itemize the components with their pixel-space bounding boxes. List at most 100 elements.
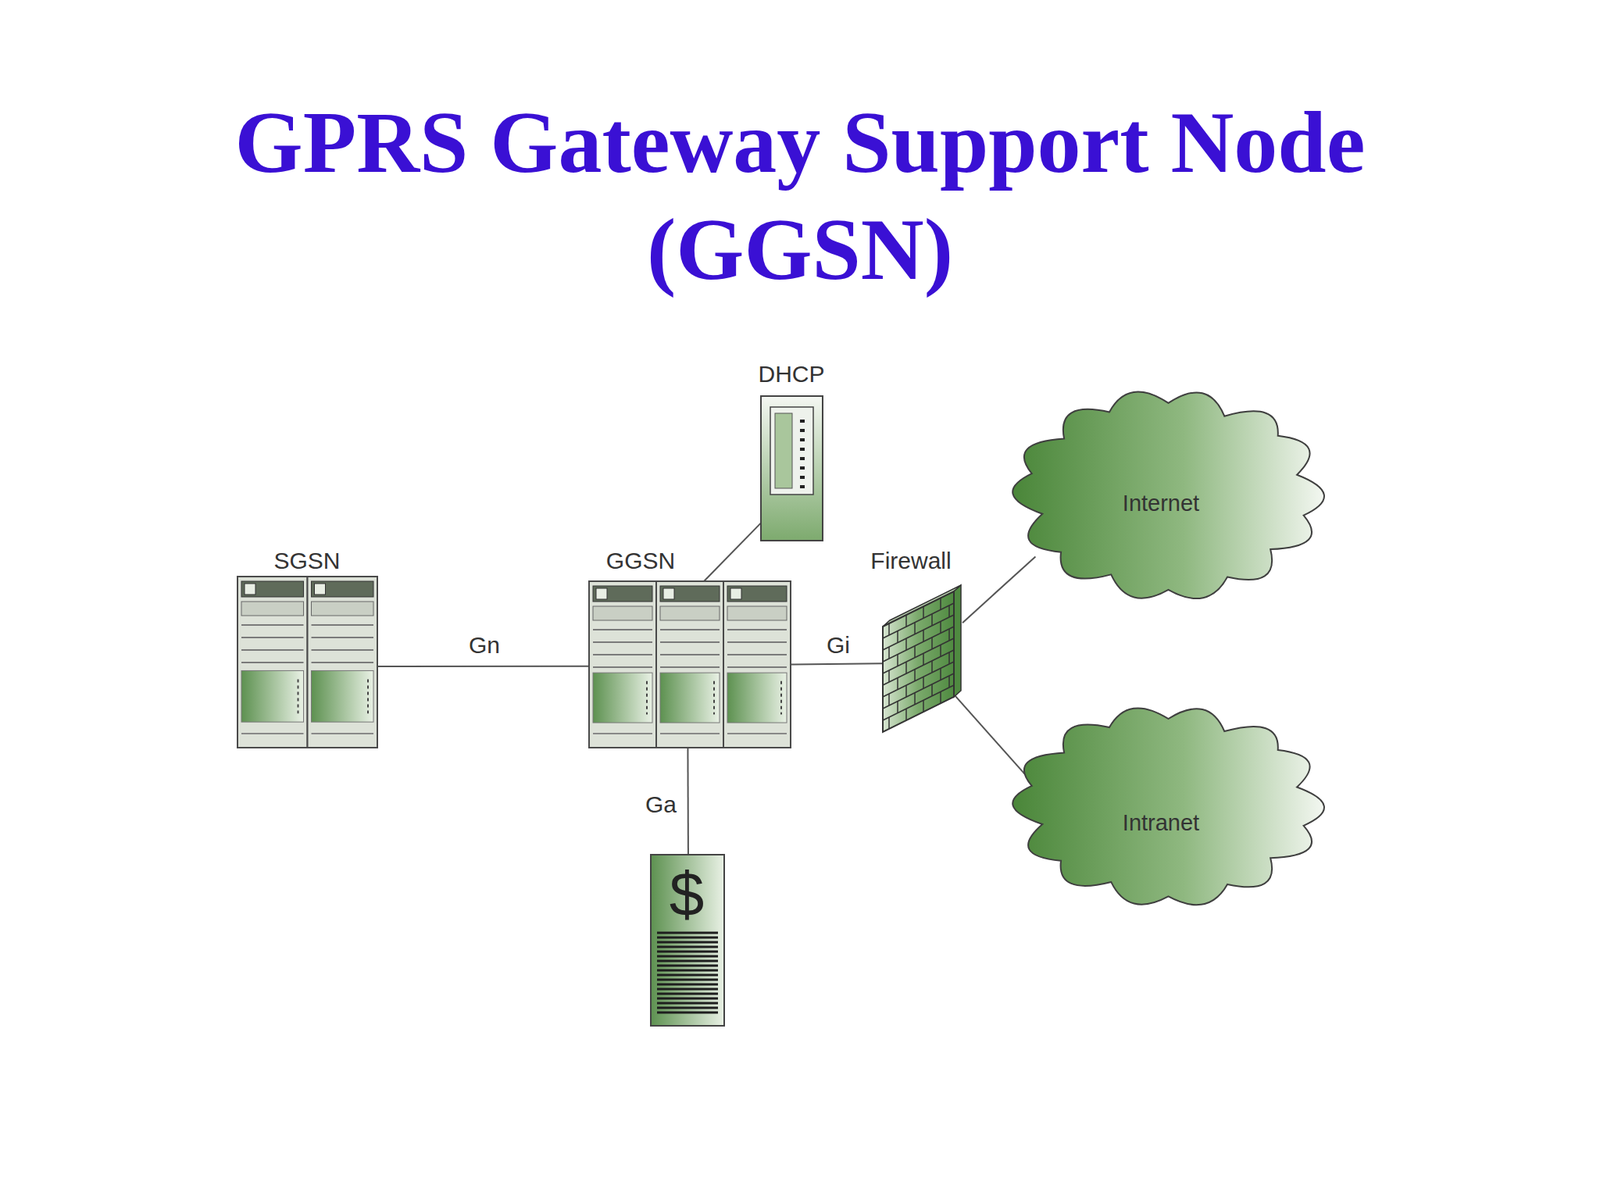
rack-slot bbox=[241, 636, 304, 639]
rack-base bbox=[660, 732, 720, 735]
node-label: Internet bbox=[1122, 491, 1200, 517]
dhcp-panel bbox=[770, 407, 814, 495]
rack-green-panel bbox=[727, 672, 787, 723]
brick-joint bbox=[931, 660, 933, 673]
rack-header bbox=[311, 581, 375, 597]
brick-joint bbox=[931, 614, 933, 626]
brick-joint bbox=[888, 670, 890, 683]
brick-joint bbox=[931, 684, 933, 697]
node-outline bbox=[760, 396, 823, 541]
brick-joint bbox=[922, 629, 925, 642]
rack-indicator bbox=[596, 588, 608, 600]
rack-indicator bbox=[663, 588, 675, 600]
node-graphic bbox=[650, 854, 725, 1026]
brick-joint bbox=[922, 606, 925, 618]
brick-joint bbox=[888, 693, 890, 706]
billing-grill bbox=[657, 950, 718, 954]
dhcp-led bbox=[800, 485, 805, 489]
rack-handle bbox=[713, 681, 715, 715]
brick-joint bbox=[939, 691, 942, 704]
brick-joint bbox=[905, 685, 908, 697]
rack-slot bbox=[241, 661, 304, 664]
rack-base bbox=[241, 732, 304, 735]
interface-label: Ga bbox=[645, 791, 677, 818]
rack-panel bbox=[592, 606, 653, 621]
node-label: Intranet bbox=[1122, 810, 1200, 836]
rack-slot bbox=[311, 636, 375, 639]
brick-joint bbox=[948, 628, 950, 641]
brick-joint bbox=[948, 652, 950, 665]
rack-slot bbox=[727, 628, 787, 631]
rack-handle bbox=[297, 678, 300, 714]
brick-joint bbox=[905, 638, 908, 650]
rack-indicator bbox=[730, 588, 742, 600]
rack-slot bbox=[311, 624, 375, 626]
dhcp-led bbox=[800, 466, 805, 470]
cloud-outline bbox=[1012, 707, 1325, 905]
node-outline bbox=[237, 576, 378, 748]
billing-server: $ bbox=[650, 854, 725, 1026]
rack-slot bbox=[660, 628, 720, 631]
currency-symbol: $ bbox=[669, 860, 705, 929]
brick-joint bbox=[888, 717, 890, 729]
billing-grill bbox=[657, 960, 718, 963]
interface-label: Gn bbox=[468, 632, 500, 658]
rack-cabinet bbox=[307, 576, 379, 748]
dhcp-led bbox=[800, 475, 805, 479]
connector-line bbox=[686, 747, 690, 855]
rack-base bbox=[727, 732, 787, 735]
brick-joint bbox=[896, 701, 899, 714]
rack-indicator bbox=[314, 583, 326, 595]
billing-grill bbox=[657, 978, 718, 982]
rack-handle bbox=[367, 678, 369, 714]
rack-green-panel bbox=[311, 670, 375, 722]
brick-joint bbox=[905, 708, 908, 721]
brick-joint bbox=[888, 623, 890, 636]
node-outline bbox=[879, 583, 963, 735]
rack-handle bbox=[646, 681, 648, 715]
rack-base bbox=[311, 732, 375, 735]
rack-slot bbox=[660, 641, 720, 643]
brick-joint bbox=[888, 646, 890, 659]
billing-grill bbox=[657, 974, 718, 977]
rack-slot bbox=[727, 641, 787, 643]
brick-joint bbox=[939, 621, 942, 633]
rack-cabinet bbox=[656, 581, 724, 748]
billing-grill bbox=[657, 983, 718, 986]
node-outline bbox=[1010, 703, 1327, 908]
node-label: Firewall bbox=[870, 547, 951, 574]
brick-joint bbox=[896, 631, 899, 643]
rack-slot bbox=[592, 666, 653, 668]
brick-joint bbox=[939, 597, 942, 610]
connector-line bbox=[790, 663, 883, 665]
rack-header bbox=[241, 581, 304, 597]
rack-panel bbox=[727, 606, 787, 621]
node-label: GGSN bbox=[606, 547, 675, 574]
rack-green-panel bbox=[241, 670, 304, 722]
rack-green-panel bbox=[660, 672, 720, 723]
connector-line bbox=[703, 520, 764, 582]
brick-joint bbox=[939, 667, 942, 680]
brick-joint bbox=[914, 669, 916, 682]
connector-line bbox=[377, 665, 590, 668]
brick-row bbox=[882, 685, 954, 721]
cloud-outline bbox=[1012, 392, 1325, 600]
billing-grill bbox=[657, 932, 718, 935]
brick-joint bbox=[905, 614, 908, 627]
brick-joint bbox=[896, 654, 899, 667]
rack-cabinet bbox=[237, 576, 308, 748]
node-graphic bbox=[760, 396, 823, 541]
dhcp-server: DHCP bbox=[760, 396, 823, 541]
node-graphic bbox=[882, 585, 961, 733]
brick-joint bbox=[896, 678, 899, 690]
dhcp-led bbox=[800, 447, 805, 451]
page-title: GPRS Gateway Support Node (GGSN) bbox=[135, 89, 1465, 304]
dhcp-bay bbox=[775, 413, 793, 489]
network-cloud: Internet bbox=[1010, 387, 1327, 602]
rack-slot bbox=[592, 641, 653, 643]
billing-grill bbox=[657, 1002, 718, 1005]
rack-base bbox=[592, 732, 653, 735]
rack-green-panel bbox=[592, 672, 653, 723]
dhcp-led bbox=[800, 438, 805, 442]
node-label: SGSN bbox=[273, 547, 340, 574]
